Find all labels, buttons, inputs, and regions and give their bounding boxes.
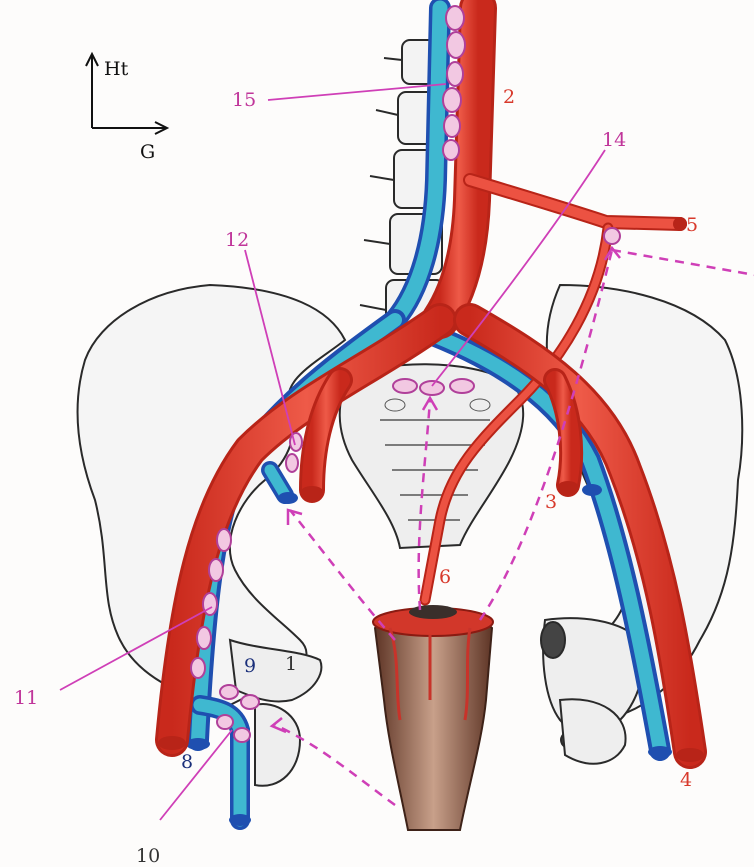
label-3: 3 (545, 491, 557, 513)
label-1: 1 (285, 653, 297, 675)
label-6: 6 (439, 566, 451, 588)
label-15: 15 (232, 89, 256, 111)
label-8: 8 (181, 751, 193, 773)
label-11: 11 (14, 687, 38, 709)
label-12: 12 (225, 229, 249, 251)
label-9: 9 (244, 655, 256, 677)
label-14: 14 (602, 129, 626, 151)
axis-side-label: G (140, 141, 155, 163)
axis-up-label: Ht (104, 58, 129, 80)
label-2: 2 (503, 86, 515, 108)
label-10: 10 (136, 845, 160, 867)
right-pubis-cut (541, 622, 565, 658)
label-5: 5 (686, 214, 698, 236)
label-4: 4 (680, 769, 692, 791)
rectum (373, 605, 493, 830)
